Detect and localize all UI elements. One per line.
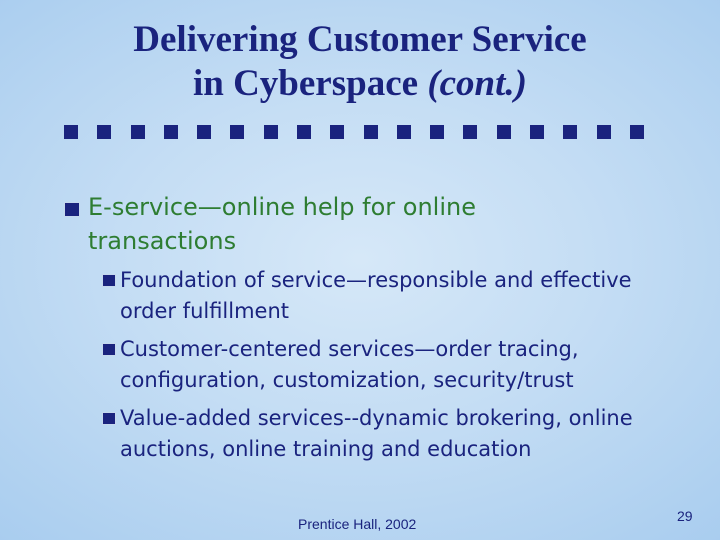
- title-line-1: Delivering Customer Service: [133, 19, 587, 60]
- square-bullet-icon: [102, 343, 116, 356]
- divider-square-icon: [330, 125, 345, 139]
- divider-square-icon: [396, 125, 411, 139]
- title-line-2: in Cyberspace (cont.): [0, 62, 720, 106]
- sub-bullet-1: Foundation of service—responsible and ef…: [120, 268, 632, 323]
- divider-square-icon: [363, 125, 378, 139]
- title-line-2-text: in Cyberspace: [192, 63, 428, 104]
- divider-square-icon: [563, 125, 578, 139]
- divider-square-icon: [130, 125, 145, 139]
- divider-square-icon: [529, 125, 544, 139]
- divider-square-icon: [430, 125, 445, 139]
- decorative-square-divider: [64, 125, 644, 139]
- page-number: 29: [677, 508, 693, 524]
- divider-square-icon: [97, 125, 112, 139]
- divider-square-icon: [596, 125, 611, 139]
- title-line-2-italic: (cont.): [427, 63, 527, 104]
- divider-square-icon: [629, 125, 644, 139]
- divider-square-icon: [197, 125, 212, 139]
- divider-square-icon: [296, 125, 311, 139]
- divider-square-icon: [163, 125, 178, 139]
- main-bullet-text: E-service—online help for online transac…: [88, 193, 476, 255]
- footer-publisher: Prentice Hall, 2002: [298, 516, 417, 532]
- sub-bullet-3: Value-added services--dynamic brokering,…: [120, 406, 633, 461]
- divider-square-icon: [263, 125, 278, 139]
- divider-square-icon: [463, 125, 478, 139]
- divider-square-icon: [64, 125, 78, 139]
- square-bullet-icon: [64, 202, 80, 217]
- divider-square-icon: [496, 125, 511, 139]
- sub-bullet-2: Customer-centered services—order tracing…: [120, 337, 579, 392]
- square-bullet-icon: [102, 274, 116, 287]
- square-bullet-icon: [102, 412, 116, 425]
- slide-title: Delivering Customer Service in Cyberspac…: [0, 18, 720, 106]
- divider-square-icon: [230, 125, 245, 139]
